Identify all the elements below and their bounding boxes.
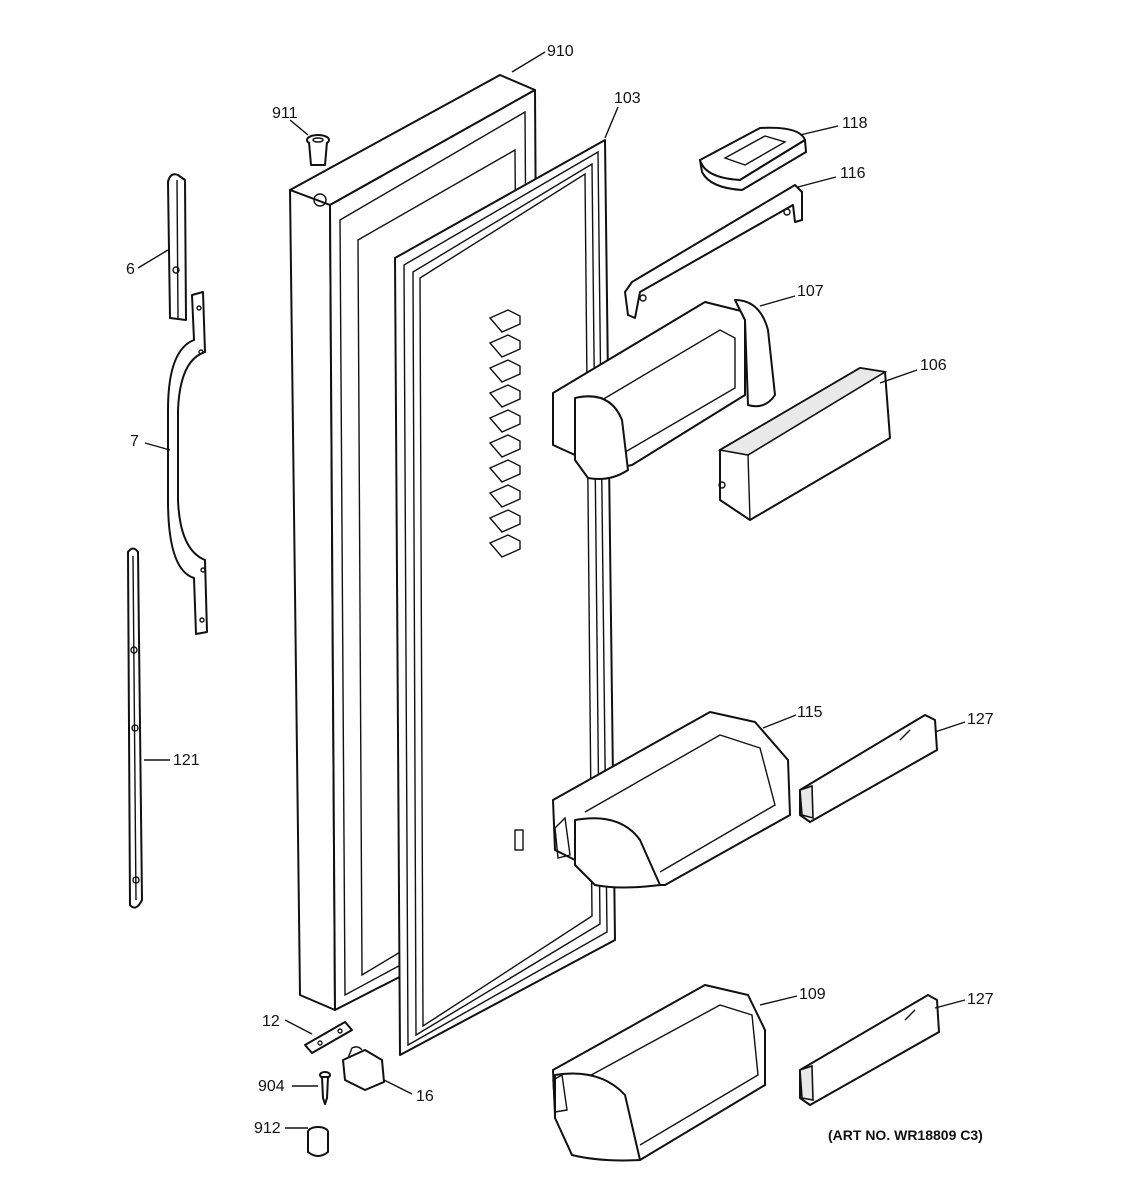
shelf-trim-127-lower bbox=[799, 994, 940, 1106]
label-12: 12 bbox=[262, 1013, 280, 1030]
label-106: 106 bbox=[920, 357, 947, 374]
shelf-trim-127-upper bbox=[799, 714, 938, 823]
bushing-911 bbox=[306, 134, 330, 166]
handle-trim-6 bbox=[167, 173, 187, 321]
label-121: 121 bbox=[173, 752, 200, 769]
bin-109 bbox=[552, 984, 766, 1162]
label-7: 7 bbox=[130, 433, 139, 450]
leader-lines bbox=[137, 51, 966, 1129]
tray-118 bbox=[699, 126, 807, 191]
gasket-103 bbox=[394, 139, 616, 1056]
label-912: 912 bbox=[254, 1120, 281, 1137]
label-118: 118 bbox=[842, 115, 868, 132]
art-number: (ART NO. WR18809 C3) bbox=[828, 1127, 983, 1143]
label-109: 109 bbox=[799, 986, 826, 1003]
label-103: 103 bbox=[614, 90, 641, 107]
liner-bin-supports bbox=[488, 309, 524, 851]
cam-16 bbox=[342, 1046, 385, 1091]
label-16: 16 bbox=[416, 1088, 434, 1105]
label-127-lower: 127 bbox=[967, 991, 994, 1008]
screw-904 bbox=[319, 1071, 331, 1105]
bushing-912 bbox=[307, 1126, 329, 1157]
label-116: 116 bbox=[840, 165, 866, 182]
label-115: 115 bbox=[797, 704, 823, 721]
shelf-front-106 bbox=[717, 367, 891, 521]
label-127-upper: 127 bbox=[967, 711, 994, 728]
bin-115 bbox=[552, 711, 791, 889]
label-107: 107 bbox=[797, 283, 824, 300]
label-911: 911 bbox=[272, 105, 298, 122]
bin-107 bbox=[552, 299, 776, 480]
handle-7 bbox=[167, 291, 208, 635]
handle-trim-121 bbox=[127, 547, 143, 909]
label-904: 904 bbox=[258, 1078, 285, 1095]
label-910: 910 bbox=[547, 43, 574, 60]
cover-116 bbox=[624, 184, 803, 319]
label-6: 6 bbox=[126, 261, 135, 278]
hinge-plate-12 bbox=[304, 1021, 353, 1054]
